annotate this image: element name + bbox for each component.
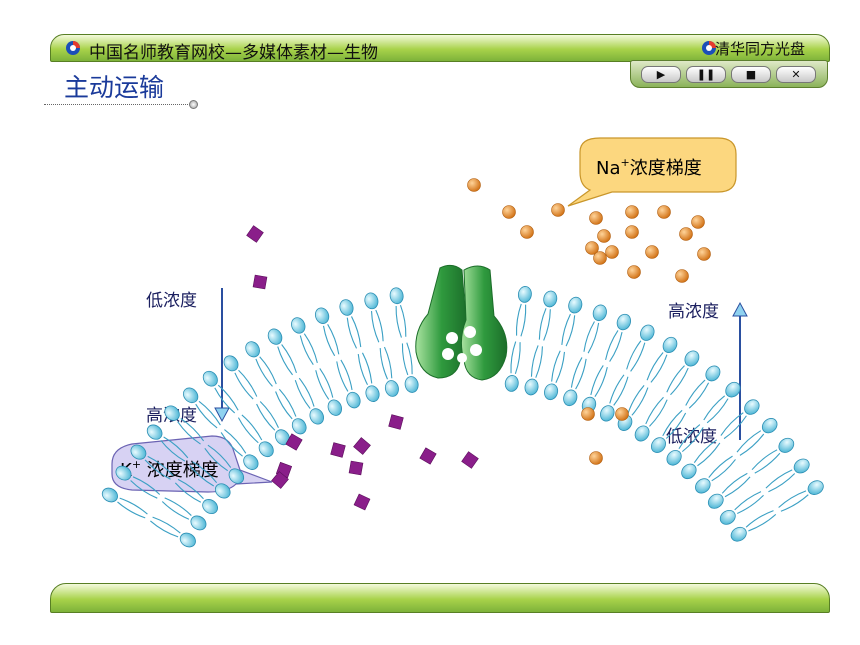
- sodium-ion: [551, 203, 565, 217]
- play-button[interactable]: ▶: [641, 66, 681, 83]
- phospholipid: [314, 307, 361, 409]
- phospholipid: [115, 465, 207, 531]
- phospholipid: [146, 424, 231, 499]
- carrier-protein: [415, 264, 508, 381]
- phospholipid: [389, 287, 419, 393]
- phospholipid: [101, 487, 196, 548]
- sodium-ion: [502, 205, 516, 219]
- potassium-ion: [271, 471, 289, 489]
- phospholipid: [504, 286, 532, 392]
- pause-icon: ❚❚: [696, 68, 716, 81]
- potassium-ion: [246, 225, 264, 243]
- potassium-ion: [348, 460, 364, 476]
- phospholipid: [524, 290, 558, 396]
- left-top-label: 低浓度: [146, 291, 197, 311]
- sodium-ion: [520, 225, 534, 239]
- phospholipid: [730, 480, 824, 542]
- phospholipid: [707, 437, 795, 509]
- potassium-ion: [461, 451, 479, 469]
- sodium-ion: [645, 245, 659, 259]
- phospholipid: [563, 304, 607, 407]
- sodium-ion: [625, 205, 639, 219]
- section-title: 主动运输: [64, 73, 165, 102]
- phospholipid: [291, 317, 343, 416]
- play-icon: ▶: [656, 68, 666, 81]
- potassium-ion: [252, 274, 268, 290]
- phospholipid-bilayer: [101, 286, 824, 548]
- sodium-ion: [581, 407, 595, 421]
- sodium-ion: [589, 451, 603, 465]
- phospholipid: [245, 341, 307, 435]
- close-button[interactable]: ✕: [776, 66, 816, 83]
- ions-layer: [246, 178, 711, 511]
- right-top-label: 高浓度: [668, 302, 719, 322]
- sodium-ion: [467, 178, 481, 192]
- underline-dot-icon: [189, 100, 198, 109]
- potassium-ion: [353, 493, 371, 511]
- close-icon: ✕: [791, 68, 801, 81]
- pause-button[interactable]: ❚❚: [686, 66, 726, 83]
- sodium-ion: [679, 227, 693, 241]
- sodium-ion: [605, 245, 619, 259]
- potassium-ion: [388, 414, 404, 430]
- sodium-ion: [697, 247, 711, 261]
- phospholipid: [130, 444, 218, 515]
- sodium-ion: [597, 229, 611, 243]
- phospholipid: [164, 405, 245, 484]
- stop-button[interactable]: ■: [731, 66, 771, 83]
- title-underline: [44, 104, 192, 105]
- left-gradient-arrow: [214, 288, 230, 423]
- sodium-ion: [627, 265, 641, 279]
- potassium-ion: [353, 437, 371, 455]
- phospholipid: [223, 355, 290, 446]
- phospholipid: [544, 296, 583, 401]
- sodium-ion: [593, 251, 607, 265]
- potassium-ion: [330, 442, 346, 458]
- na-bubble-label: Na+浓度梯度: [596, 156, 702, 179]
- phospholipid: [695, 418, 778, 494]
- phospholipid: [339, 299, 380, 402]
- footer-bar: [50, 583, 830, 613]
- phospholipid: [202, 370, 274, 458]
- sodium-ion: [657, 205, 671, 219]
- phospholipid: [617, 336, 678, 431]
- phospholipid: [666, 381, 741, 466]
- phospholipid: [267, 328, 324, 425]
- brand-logo-icon: [702, 41, 716, 55]
- sodium-ion: [625, 225, 639, 239]
- stop-icon: ■: [745, 68, 757, 81]
- right-bottom-label: 低浓度: [666, 427, 717, 447]
- phospholipid: [600, 324, 655, 422]
- na-gradient-bubble: Na+浓度梯度: [567, 137, 737, 207]
- phospholipid: [650, 365, 721, 453]
- phospholipid: [581, 313, 632, 414]
- potassium-ion: [419, 447, 437, 465]
- brand-name: 清华同方光盘: [714, 40, 805, 58]
- sodium-ion: [691, 215, 705, 229]
- header-bar: 中国名师教育网校—多媒体素材—生物 清华同方光盘: [50, 34, 830, 63]
- playback-controls: ▶ ❚❚ ■ ✕: [630, 60, 828, 88]
- phospholipid: [183, 387, 259, 470]
- phospholipid: [719, 458, 810, 525]
- phospholipid: [681, 399, 760, 480]
- sodium-ion: [589, 211, 603, 225]
- header-title: 中国名师教育网校—多媒体素材—生物: [89, 43, 378, 63]
- potassium-ion: [285, 433, 303, 451]
- sodium-ion: [675, 269, 689, 283]
- phospholipid: [364, 292, 399, 397]
- phospholipid: [634, 350, 700, 442]
- sodium-ion: [615, 407, 629, 421]
- right-gradient-arrow: [732, 301, 748, 440]
- sodium-ion: [585, 241, 599, 255]
- logo-icon: [66, 41, 80, 55]
